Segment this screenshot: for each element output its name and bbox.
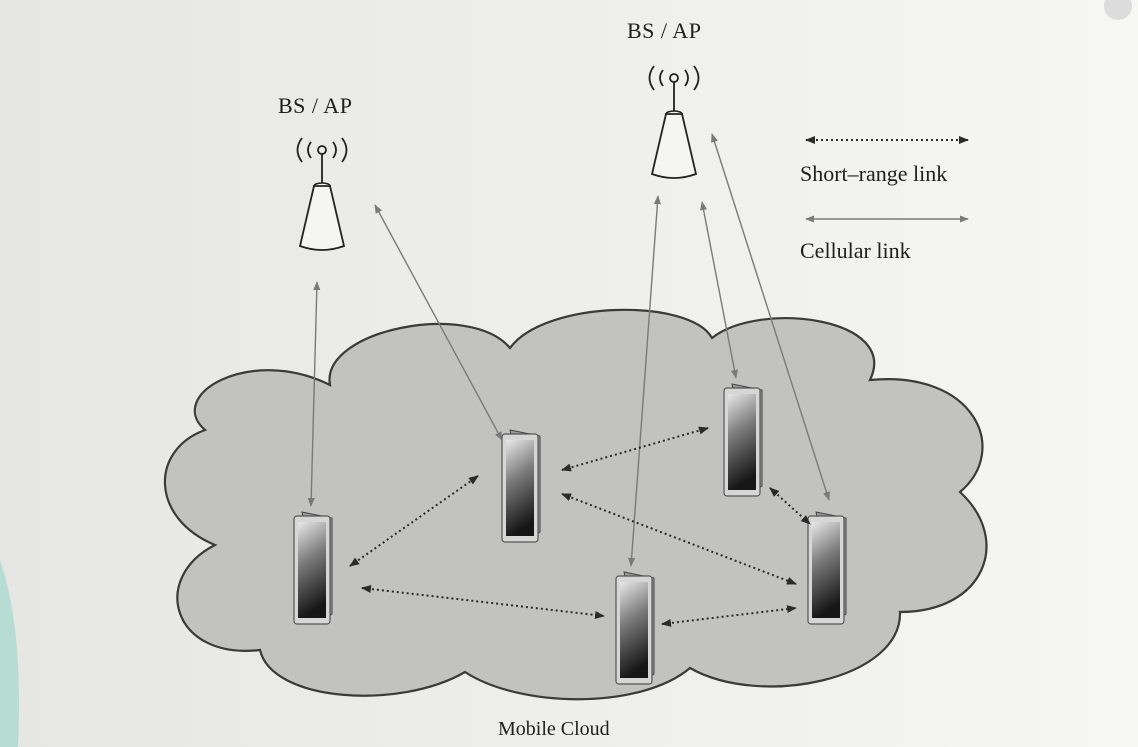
accent-edge-left	[0, 560, 20, 747]
radio-wave-inner-right	[332, 141, 337, 159]
tower-body	[650, 113, 698, 179]
short-range-link-2	[361, 585, 605, 619]
short-range-link-4	[561, 493, 797, 585]
cellular-link-1	[307, 281, 321, 507]
cloud-label: Mobile Cloud	[498, 718, 610, 740]
cellular-link-5	[711, 133, 830, 501]
radio-wave-outer-left	[648, 65, 655, 91]
radio-wave-outer-right	[341, 137, 348, 163]
ap-left-icon	[296, 137, 348, 251]
tablet-screen	[620, 582, 648, 678]
ap-left-label: BS / AP	[278, 93, 353, 118]
short-range-link-3	[561, 426, 709, 472]
radio-wave-inner-left	[307, 141, 312, 159]
legend-cellular-label: Cellular link	[800, 238, 911, 263]
ap-right-icon	[648, 65, 700, 179]
device-1-tablet-icon	[293, 511, 333, 625]
legend-short-range-label: Short–range link	[800, 161, 948, 186]
device-2-tablet-icon	[501, 429, 541, 543]
ap-right-label: BS / AP	[627, 18, 702, 43]
tower-body	[298, 185, 346, 251]
tablet-screen	[298, 522, 326, 618]
device-5-tablet-icon	[807, 511, 847, 625]
tablet-screen	[812, 522, 840, 618]
radio-wave-inner-left	[659, 69, 664, 87]
cellular-link-2	[374, 204, 503, 441]
tablet-screen	[506, 440, 534, 536]
short-range-link-5	[769, 487, 811, 525]
device-3-tablet-icon	[723, 383, 763, 497]
short-range-link-1	[349, 475, 479, 567]
radio-wave-outer-right	[693, 65, 700, 91]
corner-dot	[1104, 0, 1132, 20]
tablet-screen	[728, 394, 756, 490]
radio-wave-outer-left	[296, 137, 303, 163]
radio-wave-inner-right	[684, 69, 689, 87]
device-4-tablet-icon	[615, 571, 655, 685]
